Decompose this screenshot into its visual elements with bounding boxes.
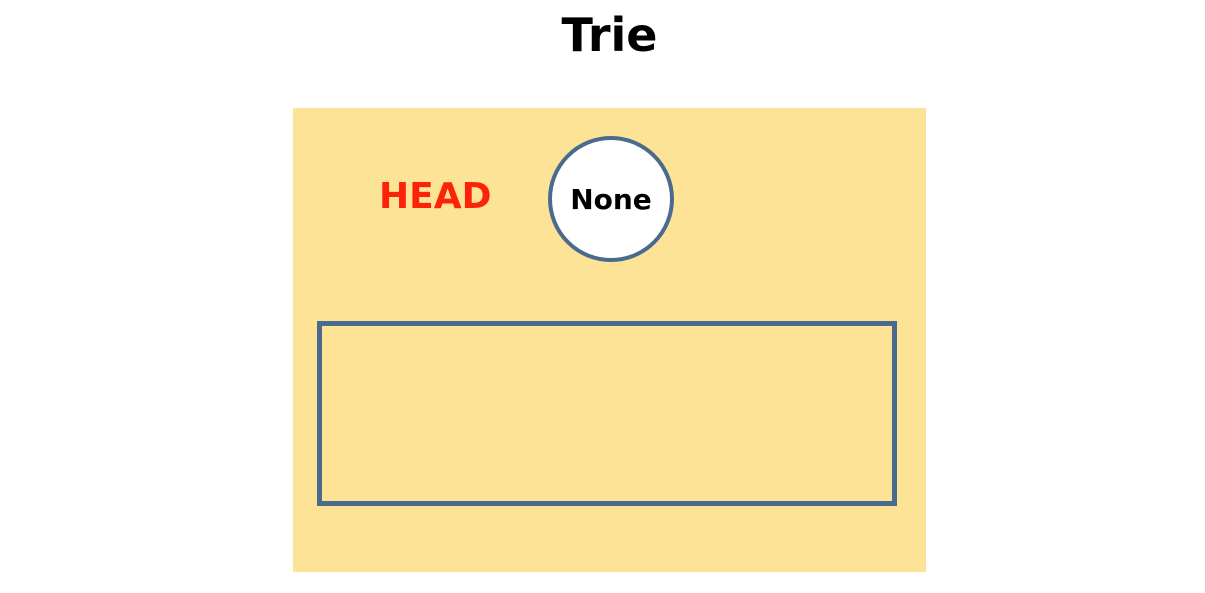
- trie-panel: HEAD None: [293, 108, 926, 572]
- children-container: [317, 321, 897, 506]
- root-node: None: [548, 136, 674, 262]
- head-label: HEAD: [379, 176, 492, 217]
- diagram-title: Trie: [561, 8, 658, 62]
- root-node-label: None: [570, 182, 652, 216]
